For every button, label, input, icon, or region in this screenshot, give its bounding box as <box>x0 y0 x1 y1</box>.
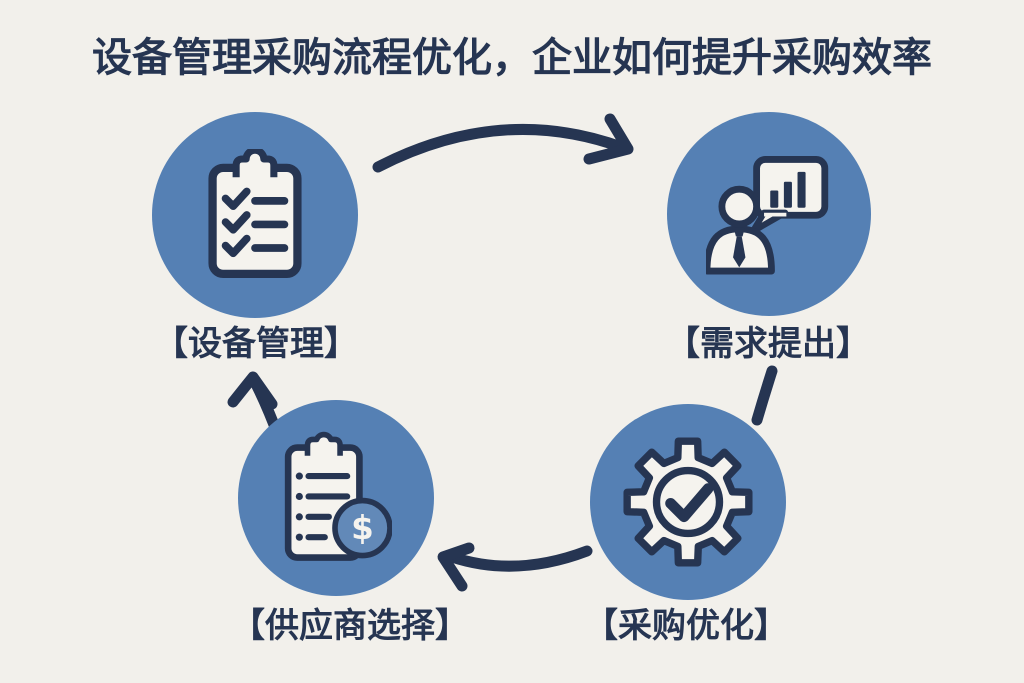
node-label-equipment-management: 【设备管理】 <box>154 325 358 363</box>
node-label-procurement-optimization: 【采购优化】 <box>584 607 788 645</box>
node-circle-supplier-selection: $ <box>238 400 434 596</box>
arrow-bottom-left-icon <box>437 542 593 592</box>
node-circle-procurement-optimization <box>590 404 786 600</box>
presenter-chart-bubble-icon <box>706 156 829 275</box>
gear-checkmark-icon <box>623 437 753 567</box>
clipboard-dollar-icon: $ <box>284 431 392 561</box>
page-title: 设备管理采购流程优化，企业如何提升采购效率 <box>92 36 932 80</box>
node-circle-equipment-management <box>152 112 358 318</box>
node-circle-demand-proposal <box>667 112 871 316</box>
arrow-down-icon <box>751 365 778 426</box>
node-label-demand-proposal: 【需求提出】 <box>666 325 870 363</box>
dollar-symbol: $ <box>351 509 374 547</box>
checklist-clipboard-icon <box>208 149 302 279</box>
arrow-top-right-icon <box>372 113 634 173</box>
node-label-supplier-selection: 【供应商选择】 <box>231 607 469 645</box>
